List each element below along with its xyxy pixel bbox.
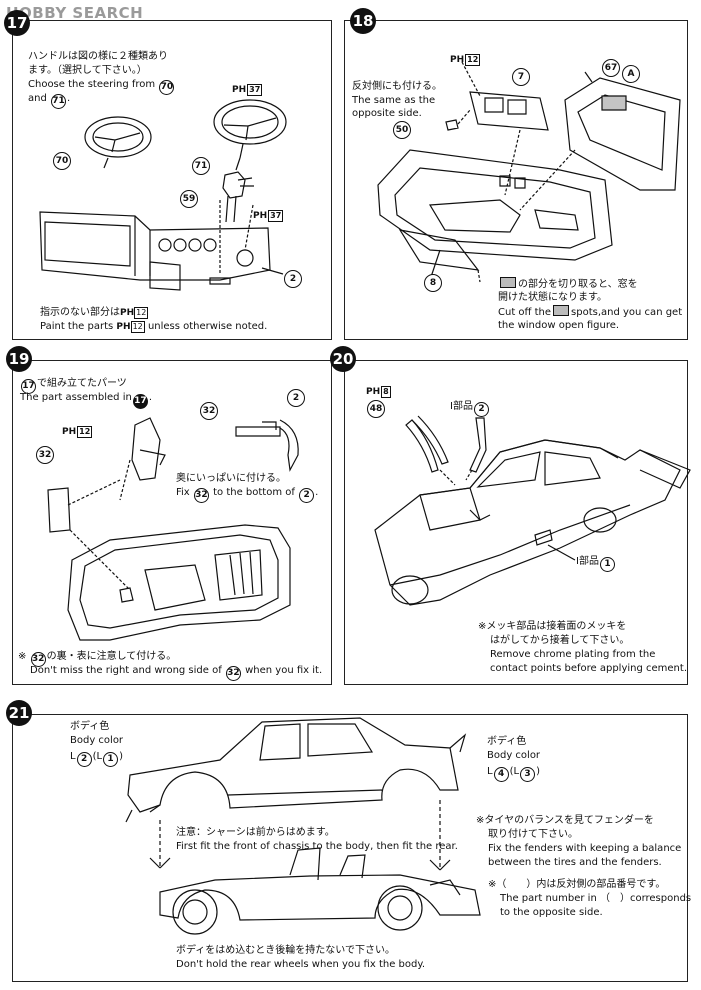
part-50-label: 50 <box>393 121 411 139</box>
step-21-paren-jp: ※（ ）内は反対側の部品番号です。 <box>488 879 666 890</box>
part-32-label-pane: 32 <box>36 446 54 464</box>
part-67-label: 67 <box>602 59 620 77</box>
step-20-note-en2: contact points before applying cement. <box>490 663 687 674</box>
step-17-number: 17 <box>4 10 30 36</box>
step-20-note-jp1: ※メッキ部品は接着面のメッキを <box>478 621 627 632</box>
part-2-label-s19: 2 <box>287 389 305 407</box>
step-21-paren-en2: to the opposite side. <box>500 907 603 918</box>
step-19-panel <box>12 360 332 685</box>
step-21-bottom-en: Don't hold the rear wheels when you fix … <box>176 959 426 970</box>
part-A-label: A <box>622 65 640 83</box>
step-17-en-line2: and 71. <box>28 92 70 109</box>
step-18-jp: 反対側にも付ける。 <box>352 81 442 92</box>
step-20-panel <box>344 360 688 685</box>
cut-swatch-2 <box>553 305 570 316</box>
step-21-tire-jp1: ※タイヤのバランスを見てフェンダーを <box>476 815 654 826</box>
step-19-fix-jp: 奥にいっぱいに付ける。 <box>176 473 286 484</box>
step-20-note-jp2: はがしてから接着して下さい。 <box>490 635 630 646</box>
step-18-cut-en2: the window open figure. <box>498 320 620 331</box>
step-20-number: 20 <box>330 346 356 372</box>
step-21-tire-jp2: 取り付けて下さい。 <box>488 829 578 840</box>
step-21-left-bodycolor-en: Body color <box>70 735 124 746</box>
cut-swatch-1 <box>500 277 516 288</box>
part-8-label: 8 <box>424 274 442 292</box>
part-32-label-bracket: 32 <box>200 402 218 420</box>
step-20-note-en1: Remove chrome plating from the <box>490 649 656 660</box>
step-21-panel <box>12 714 688 982</box>
step-18-cut-jp1: の部分を切り取ると、窓を <box>498 277 638 292</box>
part-2-label-s17: 2 <box>284 270 302 288</box>
step-18-en1: The same as the <box>352 95 436 106</box>
step-17-panel <box>12 20 332 340</box>
step-21-tire-en1: Fix the fenders with keeping a balance <box>488 843 682 854</box>
part-48-label: 48 <box>367 400 385 418</box>
step-21-left-bodycolor-jp: ボディ色 <box>70 721 110 732</box>
step-21-bottom-jp: ボディをはめ込むとき後輪を持たないで下さい。 <box>176 945 395 956</box>
step-19-note-en: Don't miss the right and wrong side of 3… <box>30 664 322 681</box>
part-71-label: 71 <box>192 157 210 175</box>
step-17-en-line1: Choose the steering from 70 <box>28 78 175 95</box>
step-21-caution-en: First fit the front of chassis to the bo… <box>176 841 458 852</box>
watermark: HOBBY SEARCH <box>6 4 144 22</box>
step-17-jp-line2: ます。（選択して下さい。） <box>28 65 147 76</box>
step-18-en2: opposite side. <box>352 108 422 119</box>
step-19-number: 19 <box>6 346 32 372</box>
step-21-right-bodycolor-en: Body color <box>487 750 541 761</box>
step-19-fix-en: Fix 32 to the bottom of 2. <box>176 486 318 503</box>
step-17-jp-line1: ハンドルは図の様に２種類あり <box>28 51 168 62</box>
part-70-label: 70 <box>53 152 71 170</box>
part-59-label: 59 <box>180 190 198 208</box>
step-18-cut-jp2: 開けた状態になります。 <box>498 292 607 303</box>
step-21-paren-en1: The part number in （ ）corresponds <box>500 893 692 904</box>
step-21-caution-jp: 注意：シャーシは前からはめます。 <box>176 827 335 838</box>
step-21-number: 21 <box>6 700 32 726</box>
step-21-right-bodycolor-jp: ボディ色 <box>487 736 527 747</box>
part-7-label: 7 <box>512 68 530 86</box>
step-21-tire-en2: between the tires and the fenders. <box>488 857 662 868</box>
step-18-number: 18 <box>350 8 376 34</box>
